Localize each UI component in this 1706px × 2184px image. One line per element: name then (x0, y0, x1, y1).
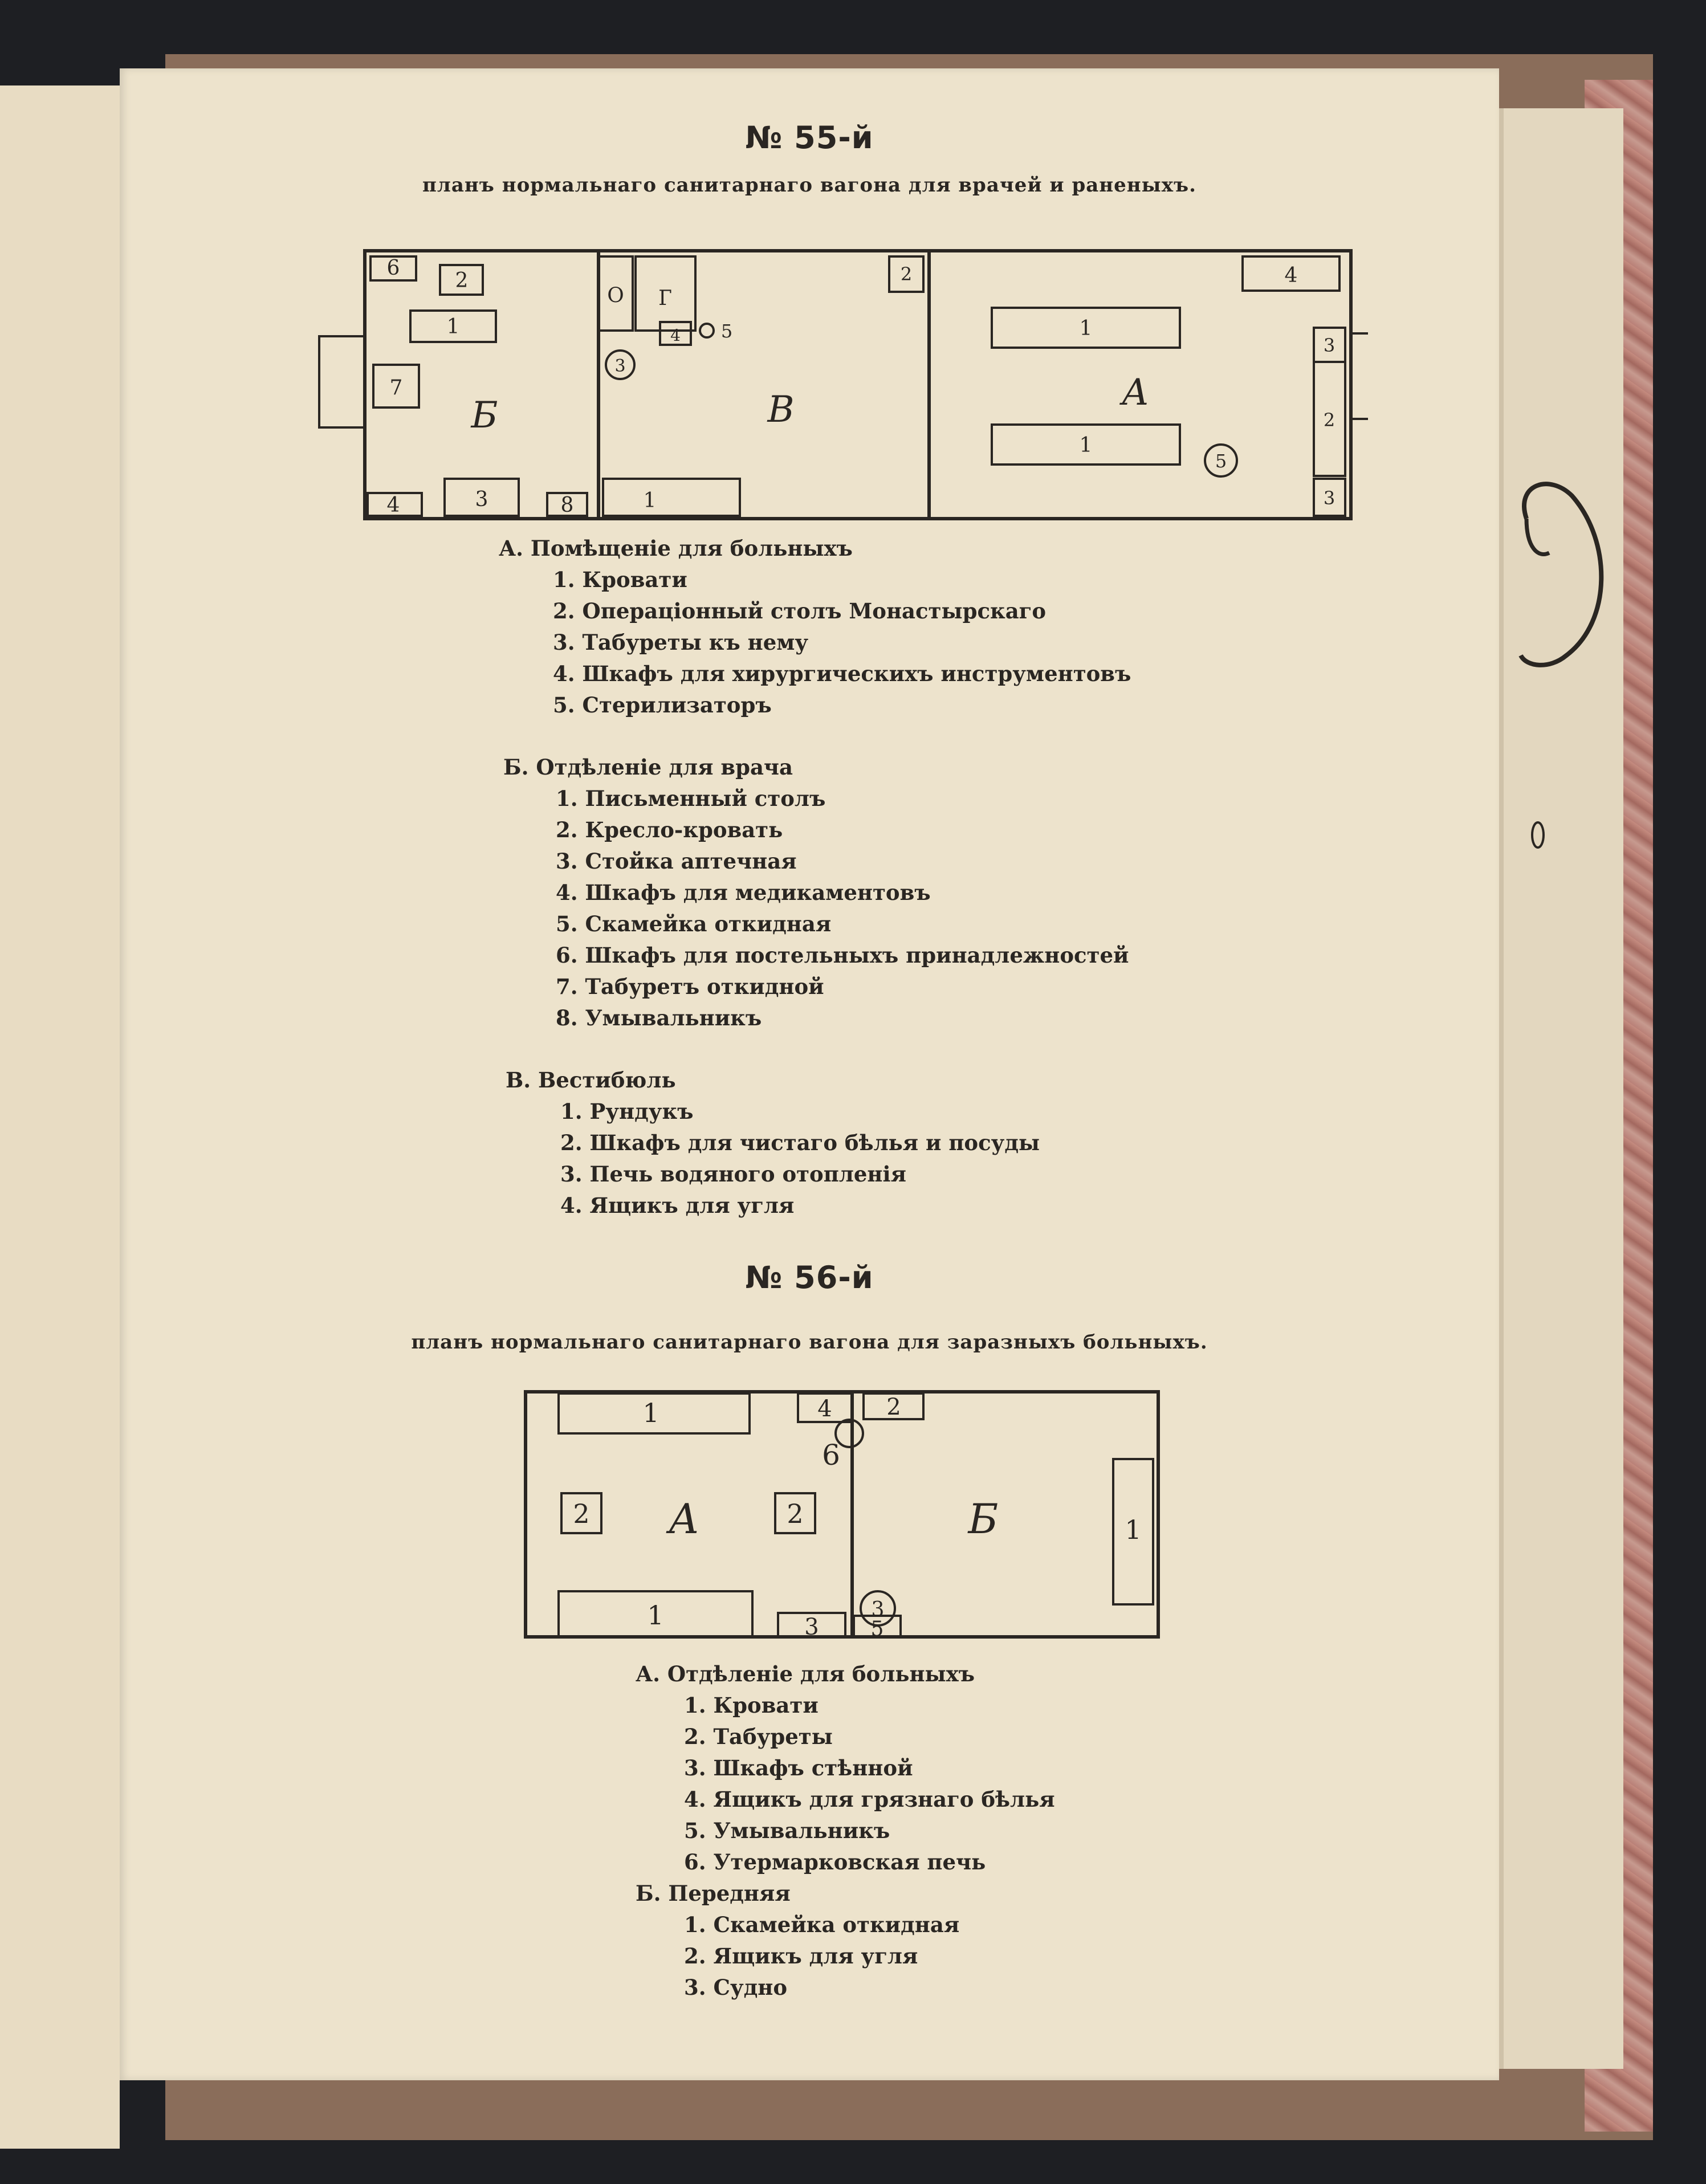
plan55-heading: № 55-й (745, 120, 874, 156)
plan56-legend-a-title: А. Отдѣленіе для больныхъ (636, 1661, 975, 1686)
legend-item: 3. Шкафъ стѣнной (684, 1755, 913, 1780)
plan55-label: 5 (1215, 450, 1227, 472)
plan55-label: 1 (1080, 317, 1093, 340)
legend-item: 6. Утермарковская печь (684, 1849, 986, 1875)
plan55-label: 3 (1324, 335, 1335, 356)
plan56-room-label: А (666, 1495, 700, 1543)
plan55-label: 4 (1285, 264, 1298, 287)
plan56-room-label: Б (967, 1495, 999, 1543)
plan55-label: 1 (644, 489, 657, 512)
legend-item: 6. Шкафъ для постельныхъ принадлежностей (556, 943, 1129, 968)
plan55-label: 2 (901, 263, 912, 285)
plan56-label: 6 (822, 1439, 840, 1472)
plan55-subtitle: планъ нормальнаго санитарнаго вагона для… (422, 174, 1196, 197)
plan55-room-label: В (767, 389, 794, 431)
legend-item: 4. Шкафъ для медикаментовъ (556, 880, 931, 905)
legend-item: 3. Стойка аптечная (556, 849, 797, 874)
legend-item: 1. Кровати (553, 567, 687, 592)
plan56-legend: А. Отдѣленіе для больныхъ 1. Кровати 2. … (636, 1659, 1055, 2003)
legend-item: 3. Судно (684, 1975, 788, 2000)
plan55-label: 3 (614, 356, 625, 376)
underlying-page-marks (1518, 482, 1604, 849)
plan55-legend-v-title: В. Вестибюль (506, 1067, 676, 1093)
plan55-label: 2 (1324, 409, 1335, 431)
plan55-floorplan: 6 2 1 7 4 3 8 О Г 4 5 3 1 2 4 1 1 5 3 2 … (318, 249, 1368, 520)
legend-item: 2. Шкафъ для чистаго бѣлья и посуды (560, 1130, 1040, 1155)
legend-item: 2. Ящикъ для угля (684, 1943, 918, 1969)
plan55-label: 8 (561, 494, 574, 517)
plan55-label: 6 (387, 256, 400, 280)
plan56-floorplan: 1 4 2 6 2 2 1 3 5 3 1 А Б (524, 1390, 1160, 1641)
plan55-room-label: Б (470, 394, 498, 437)
legend-item: 1. Письменный столъ (556, 786, 826, 811)
plan55-label: 3 (475, 488, 488, 511)
plan55-label: 1 (447, 315, 460, 339)
legend-item: 1. Рундукъ (560, 1099, 694, 1124)
plan56-label: 2 (886, 1394, 901, 1420)
plan56-label: 5 (871, 1617, 884, 1641)
plan55-legend-a-title: А. Помѣщеніе для больныхъ (499, 536, 853, 561)
plan55-legend-b-title: Б. Отдѣленіе для врача (503, 755, 793, 780)
legend-item: 3. Табуреты къ нему (553, 630, 809, 655)
plan56-label: 2 (787, 1498, 803, 1529)
left-page-edge (0, 85, 120, 2149)
legend-item: 4. Ящикъ для угля (560, 1193, 795, 1218)
plan55-label: 5 (721, 320, 732, 342)
plan56-heading: № 56-й (745, 1260, 874, 1295)
legend-item: 2. Операціонный столъ Монастырскаго (553, 598, 1047, 624)
plan56-label: 1 (647, 1600, 663, 1631)
plan56-label: 1 (1125, 1514, 1141, 1545)
legend-item: 5. Умывальникъ (684, 1818, 890, 1843)
legend-item: 7. Табуретъ откидной (556, 974, 824, 999)
underlying-page (1499, 108, 1623, 2069)
legend-item: 1. Кровати (684, 1693, 819, 1718)
plan55-legend: А. Помѣщеніе для больныхъ 1. Кровати 2. … (499, 533, 1131, 1221)
plan55-label: 3 (1324, 487, 1335, 509)
plan55-label: 1 (1080, 434, 1093, 457)
plan55-label: О (607, 284, 624, 307)
legend-item: 2. Кресло-кровать (556, 817, 783, 842)
plan55-label: 7 (390, 376, 403, 400)
plan56-subtitle: планъ нормальнаго санитарнаго вагона для… (411, 1331, 1208, 1354)
plan55-room-label: А (1119, 372, 1149, 414)
plan55-label: 4 (670, 326, 681, 345)
legend-item: 4. Шкафъ для хирургическихъ инструментов… (553, 661, 1131, 686)
legend-item: 3. Печь водяного отопленія (560, 1162, 906, 1187)
legend-item: 4. Ящикъ для грязнаго бѣлья (684, 1787, 1055, 1812)
plan55-label: 2 (455, 269, 469, 292)
legend-item: 5. Скамейка откидная (556, 911, 832, 936)
plan56-label: 4 (817, 1396, 832, 1422)
plan56-label: 1 (642, 1397, 659, 1428)
plan55-label: 4 (387, 494, 400, 517)
legend-item: 2. Табуреты (684, 1724, 833, 1749)
plan55-label: Г (658, 287, 672, 310)
plan56-label: 2 (573, 1498, 589, 1529)
legend-item: 1. Скамейка откидная (684, 1912, 960, 1937)
legend-item: 5. Стерилизаторъ (553, 692, 772, 718)
plan56-legend-b-title: Б. Передняя (636, 1881, 791, 1906)
plan56-label: 3 (872, 1598, 885, 1621)
legend-item: 8. Умывальникъ (556, 1005, 762, 1030)
plan56-label: 3 (804, 1614, 819, 1640)
document-page: № 55-й планъ нормальнаго санитарнаго ваг… (120, 68, 1499, 2080)
